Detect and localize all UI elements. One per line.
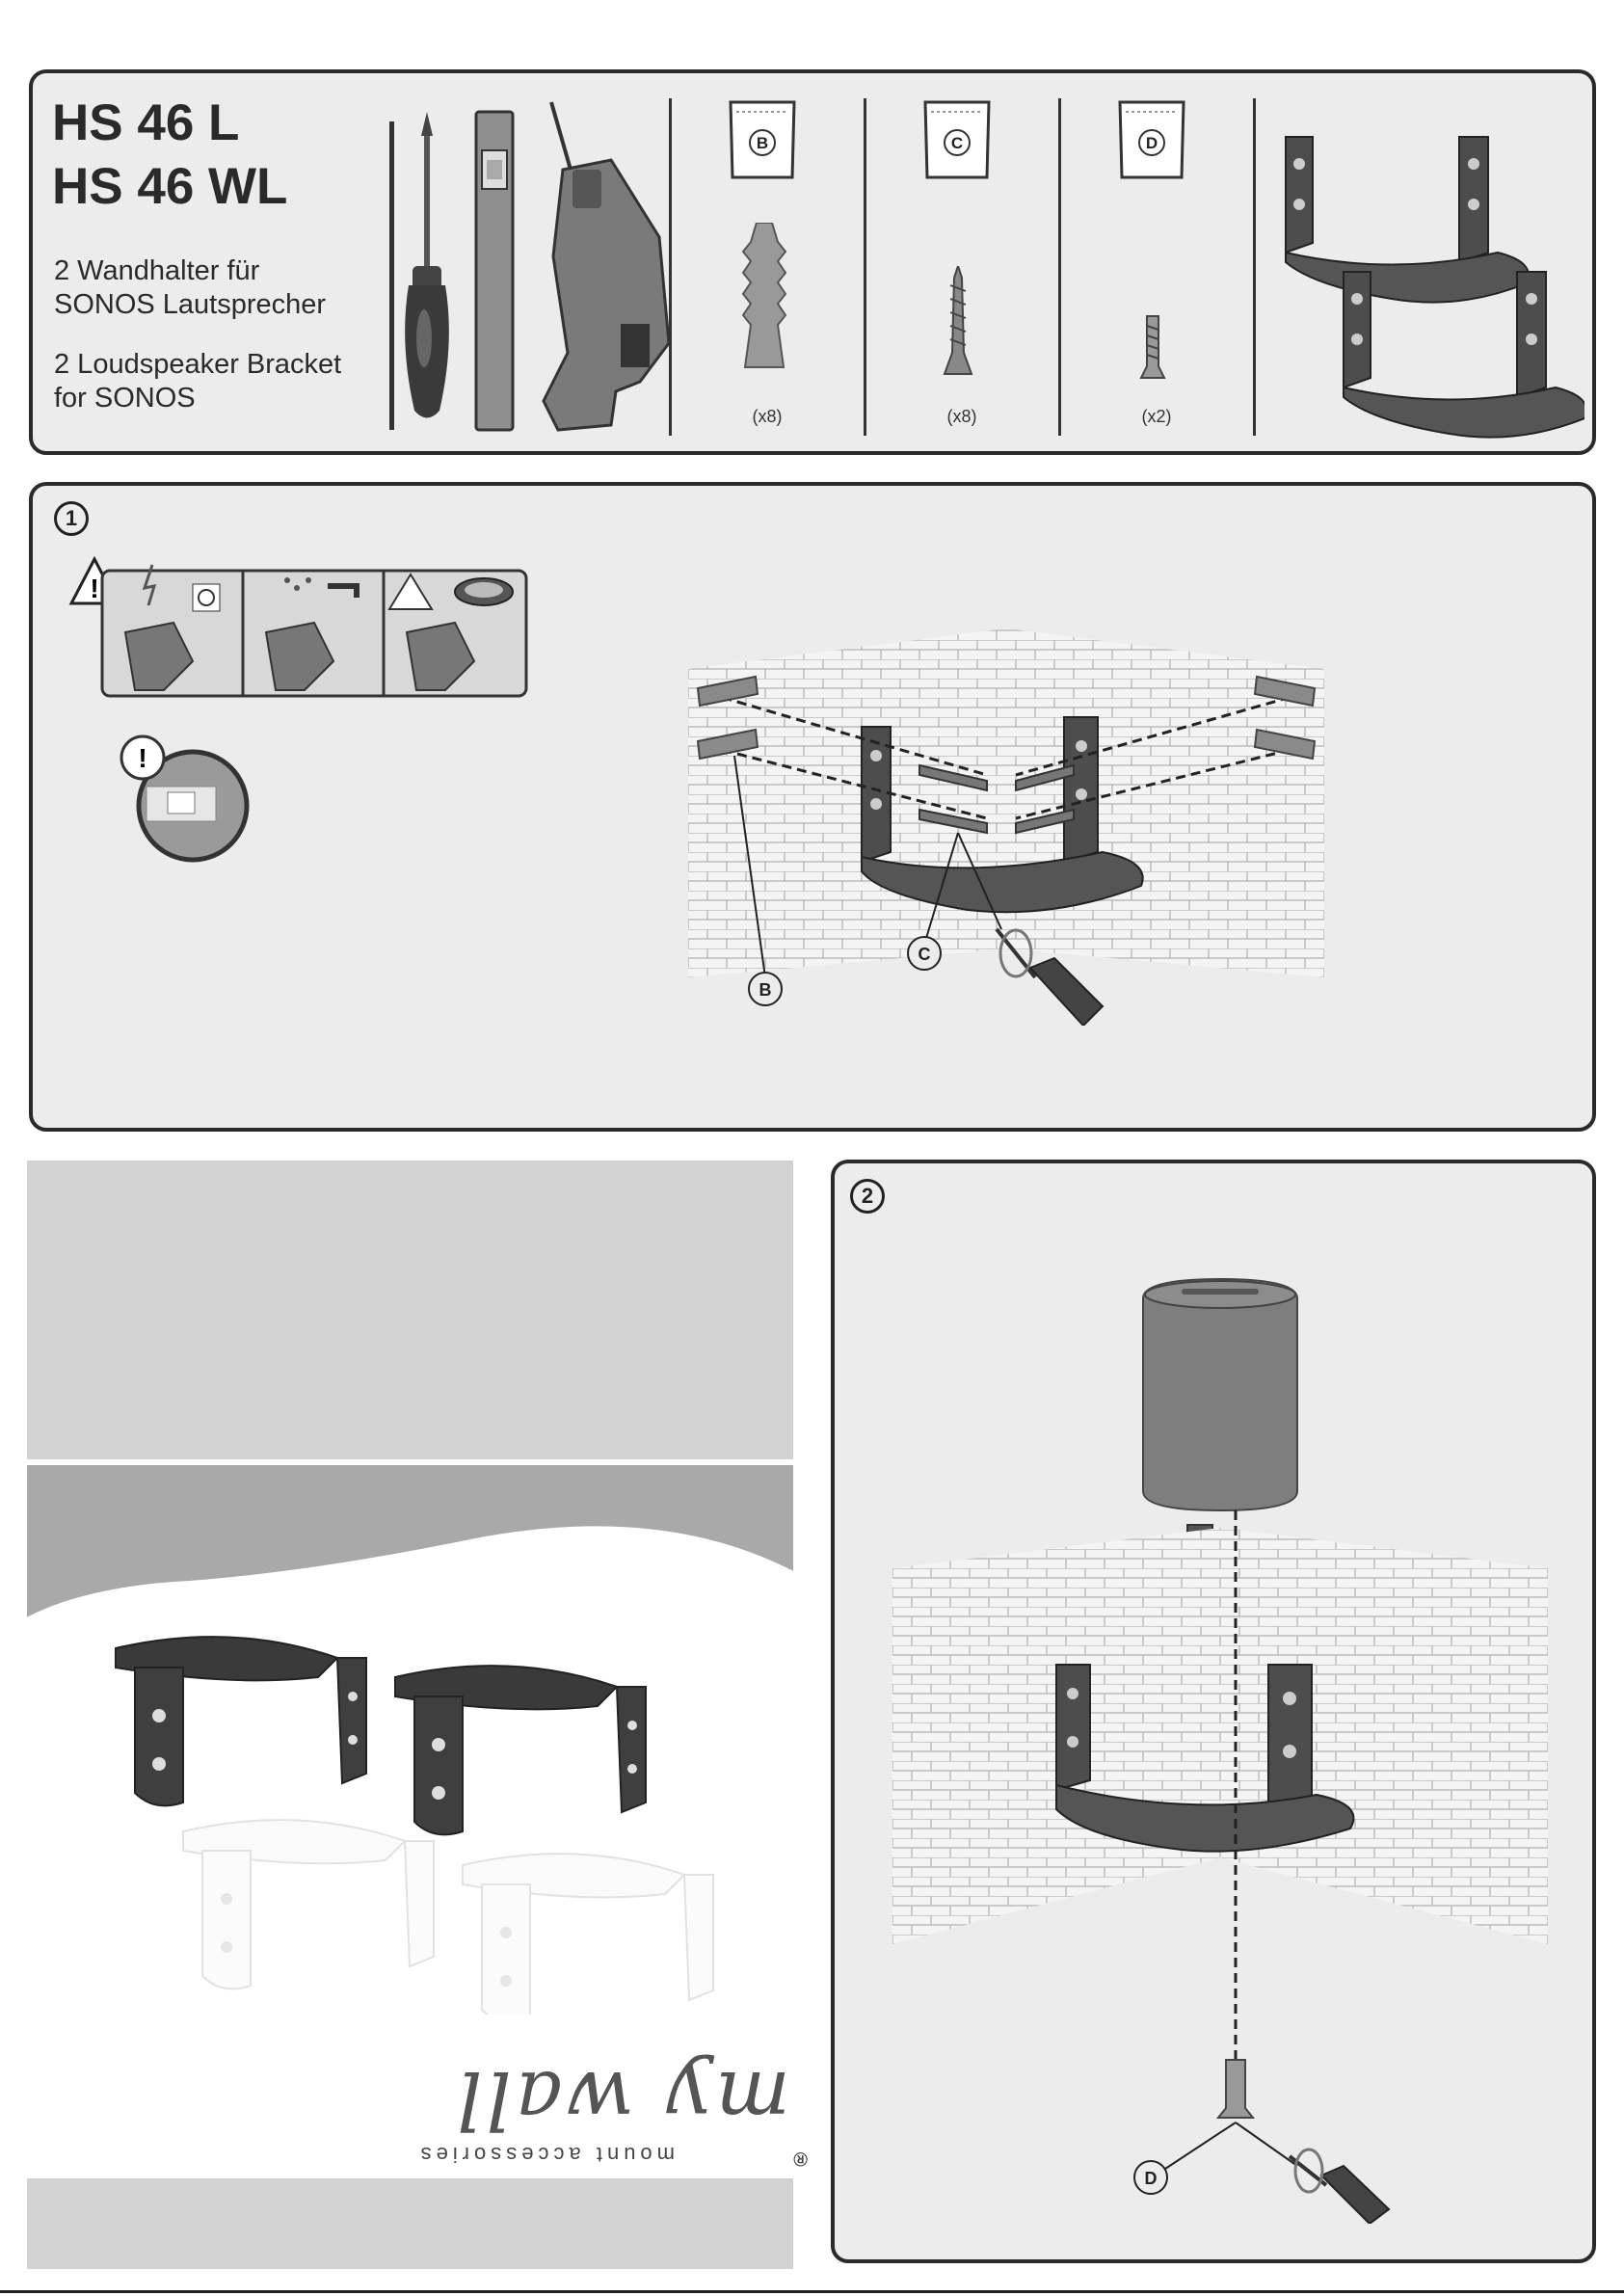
step-2-mounting-illustration: D (873, 1260, 1567, 2224)
step-1-number: 1 (54, 501, 89, 536)
tools-illustration (389, 93, 698, 440)
cover-bracket-black-1 (116, 1637, 366, 1805)
quantity-d: (x2) (1118, 407, 1195, 427)
speaker-icon (1143, 1279, 1297, 1510)
cover-grey-band-top (27, 1161, 793, 1459)
section-divider-3 (1058, 98, 1061, 436)
section-divider-4 (1253, 98, 1256, 436)
bracket-pair-illustration (1276, 127, 1584, 445)
step-2-panel: 2 D (831, 1160, 1596, 2263)
wood-screw-icon (943, 266, 973, 382)
callout-b: B (759, 980, 772, 1000)
cover-product-image (96, 1629, 732, 2015)
bag-c-label: C (951, 134, 963, 152)
bag-b-label: B (757, 134, 768, 152)
spirit-level-icon (476, 112, 513, 430)
level-check-hint: ! (104, 733, 268, 868)
brand-name: my wall (453, 2059, 790, 2138)
quantity-b: (x8) (729, 407, 806, 427)
brand-logo: ® mount accessories my wall (386, 2043, 810, 2178)
cover-bracket-white-1 (183, 1820, 434, 1989)
parts-overview-panel: HS 46 L HS 46 WL 2 Wandhalter für SONOS … (29, 69, 1596, 455)
bag-b-icon: B (729, 98, 796, 179)
model-title-2: HS 46 WL (52, 158, 287, 216)
description-en-line2: for SONOS (54, 382, 196, 415)
svg-text:!: ! (138, 743, 146, 773)
bag-d-label: D (1146, 134, 1158, 152)
model-title-1: HS 46 L (52, 94, 239, 152)
cover-wave-band (27, 1465, 793, 1619)
brand-tagline: mount accessories (416, 2142, 675, 2167)
description-en-line1: 2 Loudspeaker Bracket (54, 348, 341, 382)
bag-d-icon: D (1118, 98, 1185, 179)
cover-bracket-white-2 (463, 1854, 713, 2015)
tools-divider-line (389, 121, 394, 430)
section-divider-2 (864, 98, 866, 436)
page-bottom-rule (0, 2290, 1624, 2293)
step-2-number: 2 (850, 1179, 885, 1214)
drilling-warnings: ! (67, 555, 569, 709)
machine-screw-icon (1218, 2060, 1253, 2118)
step-1-panel: 1 ! ! (29, 482, 1596, 1132)
cover-bracket-black-2 (395, 1666, 646, 1834)
screwdriver-icon (1290, 2149, 1389, 2224)
bracket-top (1286, 137, 1529, 303)
description-de-line2: SONOS Lautsprecher (54, 288, 326, 322)
bag-c-icon: C (923, 98, 991, 179)
callout-d: D (1145, 2169, 1158, 2188)
registered-mark: ® (793, 2147, 808, 2169)
description-de-line1: 2 Wandhalter für (54, 254, 259, 288)
screwdriver-icon (405, 112, 449, 418)
cover-grey-band-bottom (27, 2178, 793, 2269)
callout-c: C (918, 945, 931, 964)
step-1-mounting-illustration: B C (650, 621, 1363, 1026)
drill-icon (544, 102, 669, 430)
section-divider-1 (669, 98, 672, 436)
svg-text:!: ! (90, 574, 98, 603)
machine-screw-icon (1139, 314, 1166, 382)
quantity-c: (x8) (923, 407, 1000, 427)
wall-plug-icon (741, 223, 787, 377)
